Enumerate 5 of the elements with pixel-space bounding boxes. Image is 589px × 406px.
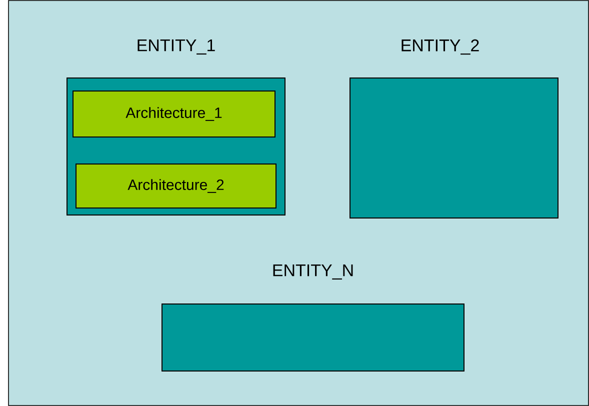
entity-heading: ENTITY_2: [402, 39, 479, 55]
architecture-box: Architecture_2: [76, 164, 276, 208]
entity-heading: ENTITY_N: [273, 264, 353, 280]
architecture-box: Architecture_1: [72, 90, 276, 138]
entity-heading: ENTITY_1: [138, 39, 215, 55]
